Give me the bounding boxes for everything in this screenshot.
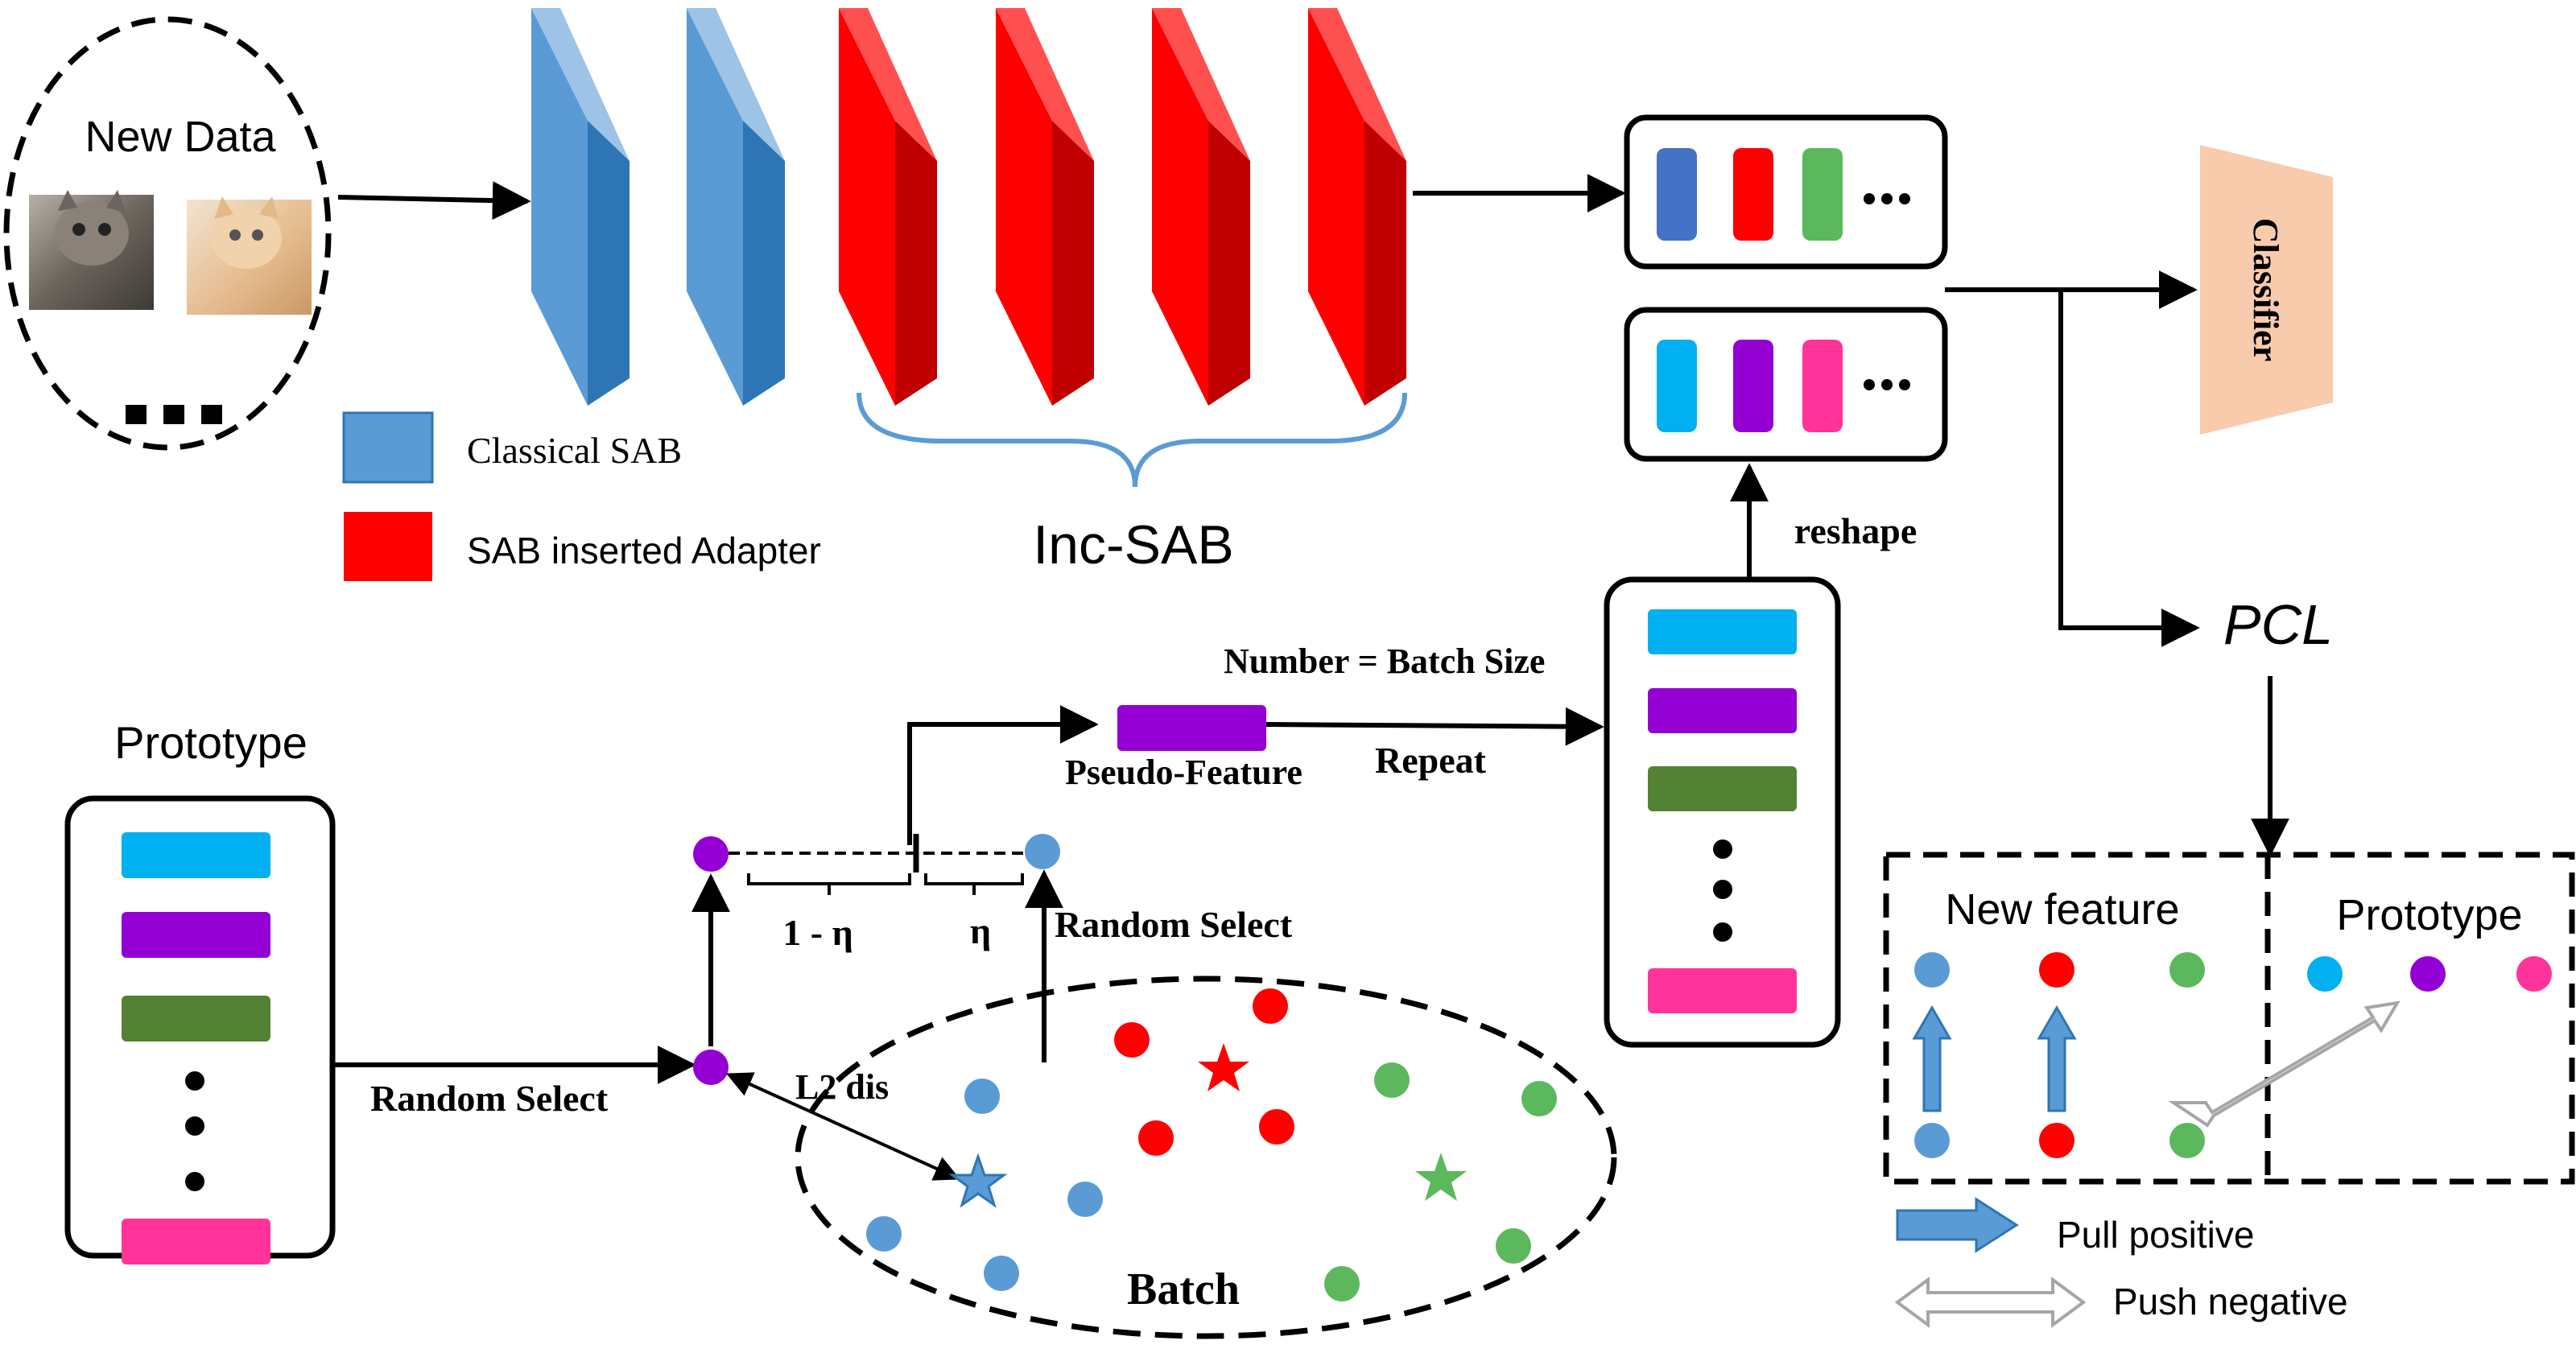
arrow-input-to-sab <box>337 181 531 221</box>
pcl-new-red-top <box>2039 952 2074 988</box>
pcl-box: New feature Prototype <box>1883 852 2575 1185</box>
pcl-proto-pink <box>2516 956 2552 992</box>
classifier-block: Classifier <box>2200 145 2333 435</box>
l2-dis-label: L2 dis <box>795 1067 889 1107</box>
batch-points <box>866 988 1557 1301</box>
arrow-repeat <box>1265 707 1604 746</box>
pseudo-feature-stack <box>1604 576 1841 1048</box>
inc-sab-label: Inc-SAB <box>1033 514 1233 575</box>
l2-distance-line <box>726 1072 960 1181</box>
prototype-title: Prototype <box>114 717 308 768</box>
adapter-sab-block-1 <box>839 8 937 406</box>
legend-push-arrow <box>1894 1277 2087 1328</box>
eta-label: η <box>970 910 991 951</box>
pcl-new-blue-top <box>1914 952 1950 988</box>
sab-blocks <box>531 8 1406 406</box>
new-data-ellipse <box>3 16 332 451</box>
legend-push-label: Push negative <box>2113 1281 2348 1322</box>
new-data-group: New Data <box>3 16 332 451</box>
brace-eta <box>924 873 1024 895</box>
random-select-right-label: Random Select <box>1055 904 1293 945</box>
repeat-label: Repeat <box>1375 740 1487 781</box>
batch-point <box>1324 1266 1360 1301</box>
interp-prototype-dot <box>693 836 729 872</box>
batch-point <box>1521 1081 1557 1116</box>
classical-sab-block-1 <box>531 8 630 406</box>
batch-centroid-star-red <box>1198 1043 1249 1091</box>
more-data-ellipsis <box>126 405 222 424</box>
random-select-left-label: Random Select <box>370 1078 609 1119</box>
inc-sab-brace <box>857 392 1407 488</box>
batch-centroid-star-blue <box>948 1153 1008 1208</box>
one-minus-eta-label: 1 - η <box>782 912 852 953</box>
batch-point <box>964 1079 1000 1114</box>
legend-pull-arrow <box>1896 1197 2019 1253</box>
legend-classical-swatch <box>342 411 434 484</box>
kitten-image-2 <box>187 196 312 315</box>
pcl-new-red-bottom <box>2039 1123 2074 1158</box>
pcl-proto-purple <box>2410 956 2446 992</box>
number-batch-size-label: Number = Batch Size <box>1224 641 1545 681</box>
batch-ellipse <box>795 976 1617 1339</box>
batch-point <box>1138 1120 1174 1156</box>
block-legend: Classical SAB SAB inserted Adapter <box>342 411 821 581</box>
legend-pull-label: Pull positive <box>2057 1214 2254 1256</box>
batch-point <box>1496 1228 1531 1264</box>
pcl-new-green-bottom <box>2169 1123 2205 1158</box>
arrow-to-pcl <box>2058 290 2200 647</box>
interp-batch-dot <box>1025 834 1060 869</box>
reshape-label: reshape <box>1794 510 1918 551</box>
adapter-sab-block-2 <box>996 8 1094 406</box>
legend-adapter-swatch <box>344 512 432 581</box>
arrow-to-pseudo-feature <box>907 705 1099 845</box>
classical-sab-block-2 <box>687 8 785 406</box>
pcl-new-blue-bottom <box>1914 1123 1950 1158</box>
batch-label: Batch <box>1127 1264 1240 1314</box>
pcl-new-feature-label: New feature <box>1945 885 2179 934</box>
pcl-new-green-top <box>2169 952 2205 988</box>
adapter-sab-block-3 <box>1152 8 1250 406</box>
pcl-proto-cyan <box>2307 956 2343 992</box>
legend-classical-label: Classical SAB <box>467 430 682 471</box>
pull-arrow-blue <box>1912 1005 1952 1112</box>
pcl-prototype-label: Prototype <box>2336 891 2522 939</box>
pseudo-feature-box <box>1624 307 1948 462</box>
batch-point <box>1253 988 1288 1024</box>
classifier-label: Classifier <box>2246 218 2285 361</box>
pull-arrow-red <box>2037 1005 2077 1112</box>
batch-point <box>984 1256 1019 1291</box>
pseudo-feature-bar <box>1117 705 1266 751</box>
legend-adapter-label: SAB inserted Adapter <box>467 530 821 571</box>
pcl-legend: Pull positive Push negative <box>1894 1197 2348 1328</box>
pcl-label: PCL <box>2223 593 2333 656</box>
batch-point <box>1374 1062 1410 1098</box>
brace-one-minus-eta <box>747 873 911 895</box>
batch-point <box>866 1216 902 1252</box>
new-feature-box <box>1624 114 1948 270</box>
batch-point <box>1114 1022 1150 1058</box>
new-data-title: New Data <box>85 113 276 161</box>
batch-point <box>1259 1109 1294 1145</box>
pseudo-feature-label: Pseudo-Feature <box>1065 753 1302 792</box>
prototype-box <box>64 795 336 1264</box>
batch-point <box>1067 1182 1103 1217</box>
push-arrow <box>2168 1000 2401 1128</box>
batch-centroid-star-green <box>1415 1153 1467 1201</box>
selected-prototype-dot <box>693 1050 729 1085</box>
kitten-image-1 <box>29 190 154 310</box>
adapter-sab-block-4 <box>1308 8 1406 406</box>
